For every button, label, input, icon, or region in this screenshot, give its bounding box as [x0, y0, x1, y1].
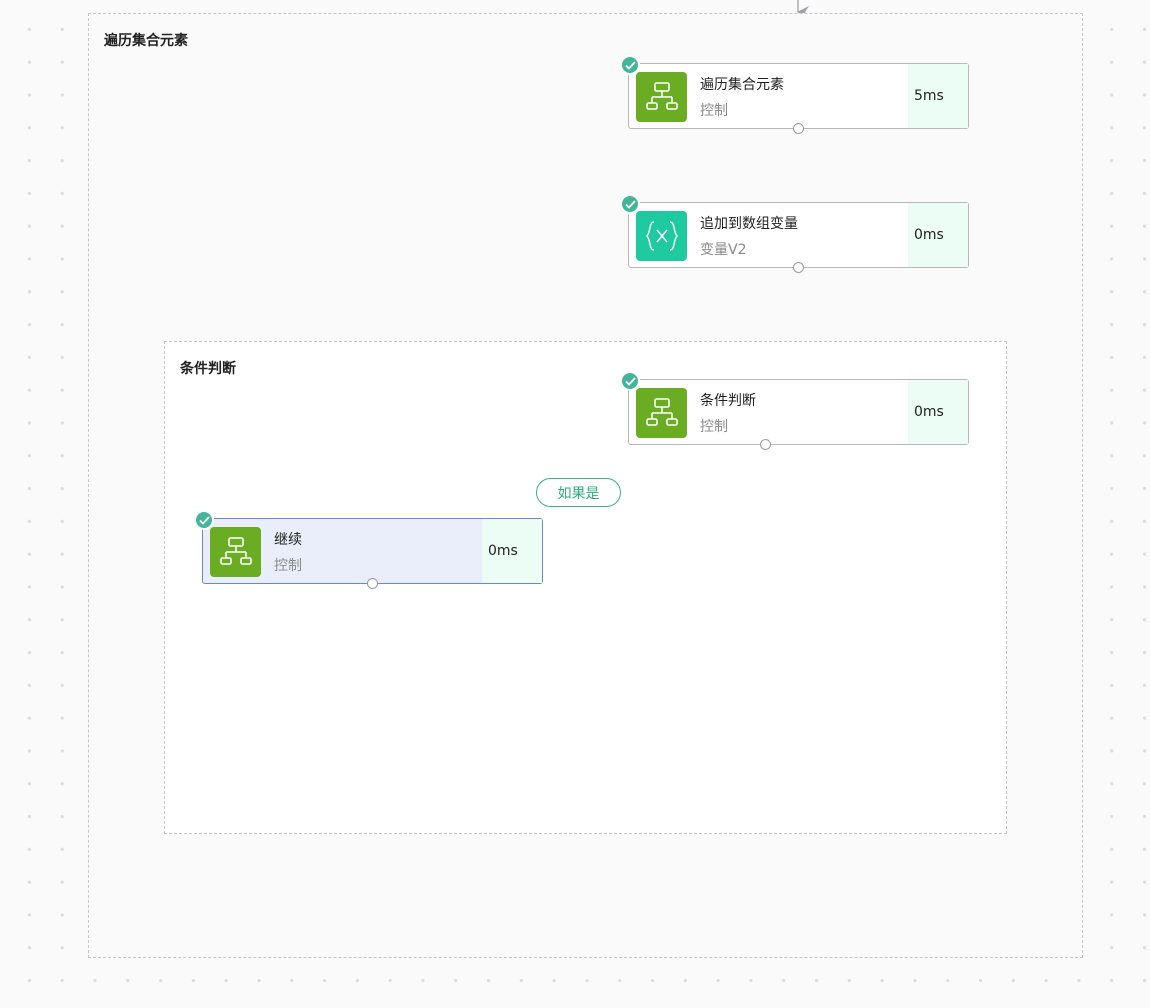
node-title: 条件判断 [700, 393, 756, 409]
variable-braces-icon [636, 211, 687, 261]
success-check-icon [620, 55, 640, 75]
node-title: 遍历集合元素 [700, 77, 784, 93]
success-check-icon [194, 510, 214, 530]
node-continue[interactable]: 继续 控制 0ms [194, 510, 543, 589]
node-subtitle: 控制 [700, 103, 728, 119]
node-subtitle: 控制 [274, 558, 302, 574]
node-foreach[interactable]: 遍历集合元素 控制 5ms [620, 55, 969, 134]
node-subtitle: 控制 [700, 419, 728, 435]
edge-label-if-true[interactable]: 如果是 [536, 478, 621, 507]
node-duration: 5ms [908, 64, 968, 128]
node-duration: 0ms [908, 203, 968, 267]
condition-group-title: 条件判断 [180, 361, 236, 377]
node-title: 追加到数组变量 [700, 216, 798, 232]
output-port[interactable] [367, 578, 378, 589]
loop-group-title: 遍历集合元素 [104, 33, 188, 49]
flow-tree-icon [636, 388, 687, 438]
node-subtitle: 变量V2 [700, 242, 747, 258]
output-port[interactable] [793, 262, 804, 273]
success-check-icon [620, 371, 640, 391]
node-title: 继续 [274, 532, 302, 548]
flow-tree-icon [210, 527, 261, 577]
node-condition[interactable]: 条件判断 控制 0ms [620, 371, 969, 450]
flow-tree-icon [636, 72, 687, 122]
node-duration: 0ms [908, 380, 968, 444]
output-port[interactable] [759, 439, 771, 450]
output-port[interactable] [793, 123, 804, 134]
node-append-array[interactable]: 追加到数组变量 变量V2 0ms [620, 194, 969, 273]
node-duration: 0ms [482, 519, 542, 583]
success-check-icon [620, 194, 640, 214]
